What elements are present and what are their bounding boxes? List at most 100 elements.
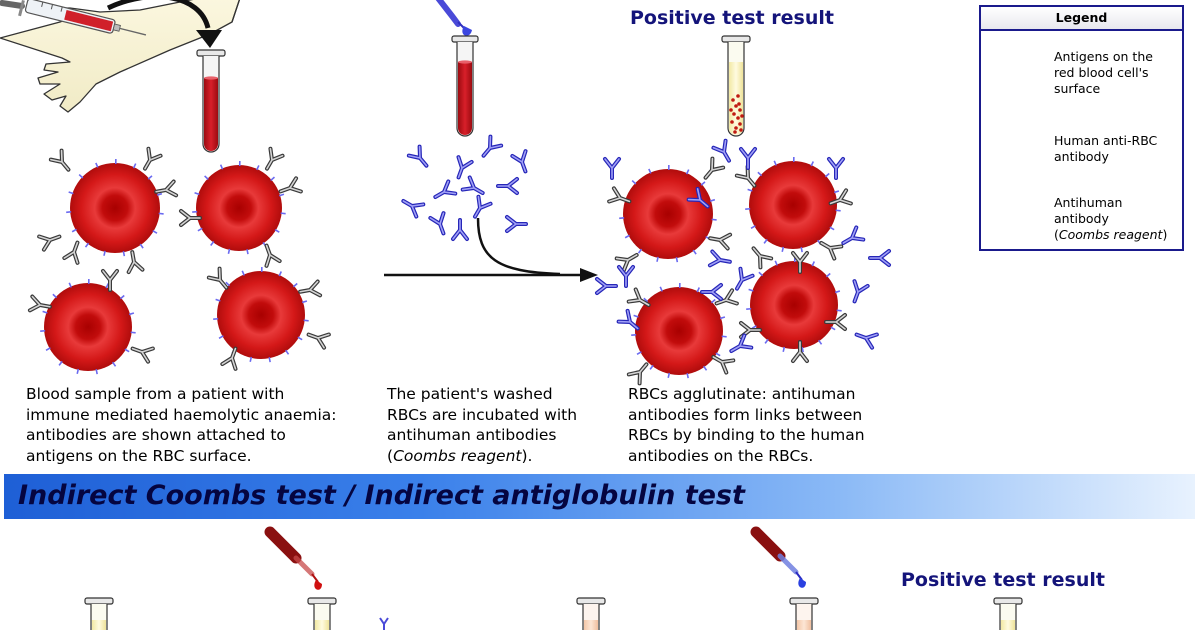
antigen-mark [45, 347, 51, 351]
antigen-mark [667, 372, 671, 378]
indirect-result-title: Positive test result [901, 569, 1105, 591]
antigen-mark [147, 175, 153, 180]
human-antibody [703, 156, 726, 180]
red-blood-cell [70, 163, 160, 253]
human-antibody [791, 251, 809, 274]
antigen-mark [303, 319, 309, 322]
antihuman-antibody [401, 199, 426, 219]
agglutinate-dot [734, 104, 738, 108]
rbc-cluster-step3 [619, 156, 842, 379]
antigen-mark [241, 270, 245, 276]
human-antibody [37, 234, 62, 252]
antihuman-antibody-link-set [595, 138, 891, 353]
antigen-mark [124, 348, 130, 353]
antigen-mark [824, 172, 830, 178]
antigen-mark [715, 352, 721, 357]
human-antibody [708, 232, 733, 251]
agglutinate-dot [733, 130, 737, 134]
human-antibody [626, 287, 651, 307]
antigen-mark [648, 168, 652, 174]
human-antibody [626, 362, 649, 386]
human-antibody [126, 250, 145, 275]
antigen-mark [763, 238, 768, 244]
human-antibody [819, 241, 844, 261]
human-antibody [824, 313, 847, 331]
antihuman-antibody [852, 279, 870, 304]
antigen-mark [829, 226, 835, 231]
indirect-tube-4 [789, 597, 819, 630]
antihuman-antibody [595, 277, 618, 295]
human-antibody [27, 294, 52, 313]
human-antibody [614, 253, 639, 273]
antihuman-antibody [603, 157, 621, 180]
antigen-mark [68, 282, 72, 288]
human-antibody [265, 146, 285, 171]
antigen-mark [52, 293, 58, 299]
antigen-mark [830, 326, 836, 331]
antihuman-antibody [496, 177, 519, 195]
antigen-mark [76, 368, 80, 374]
antigen-mark [751, 325, 757, 329]
reaction-curve [476, 217, 561, 276]
antigen-mark [818, 339, 823, 345]
antigen-mark [686, 373, 689, 379]
antigen-mark [774, 260, 778, 266]
antihuman-antibody [473, 194, 493, 219]
antigen-mark [675, 257, 679, 263]
antigen-mark [58, 360, 63, 366]
antigen-mark [158, 212, 164, 215]
caption-step3: RBCs agglutinate: antihuman antibodies f… [628, 385, 865, 465]
human-antibody [791, 340, 809, 363]
antihuman-antibody [406, 144, 429, 168]
blood-tube-step1 [196, 49, 226, 153]
human-antibody [751, 246, 774, 270]
antigen-mark [68, 191, 74, 195]
antigen-mark [836, 309, 842, 312]
indirect-red-dropper [264, 526, 322, 590]
human-antibody [130, 346, 155, 364]
antihuman-antibody [739, 147, 757, 170]
antigen-mark [825, 272, 831, 278]
human-antibody [179, 209, 202, 227]
antigen-mark [278, 271, 283, 277]
antigen-mark [624, 234, 630, 239]
antigen-mark [748, 288, 754, 292]
antigen-mark [833, 190, 840, 194]
red-blood-cell [750, 261, 838, 349]
red-blood-cell [44, 283, 132, 371]
antigen-mark [709, 198, 716, 202]
agglutinate-dot [740, 114, 744, 118]
antigen-mark [112, 361, 117, 367]
antigen-mark [132, 163, 137, 169]
agglutinate-dot [732, 112, 736, 116]
antihuman-antibody [433, 179, 458, 199]
antihuman-antibody [505, 215, 528, 233]
antihuman-antibody [451, 218, 469, 241]
antigen-mark [711, 218, 717, 221]
human-antibody [154, 179, 179, 198]
antigen-mark [210, 241, 215, 247]
agglutinate-dot [736, 94, 740, 98]
antigen-mark [297, 336, 303, 341]
human-antibody [714, 288, 739, 306]
antigen-mark [636, 351, 642, 355]
agglutinate-dot [737, 102, 741, 106]
rbc-antigen-set [619, 156, 842, 379]
antigen-mark [156, 192, 163, 196]
antigen-mark [152, 229, 158, 234]
antigen-mark [249, 356, 253, 362]
antigen-mark [810, 161, 815, 167]
antigen-mark [278, 193, 285, 197]
antigen-mark [78, 173, 84, 179]
red-blood-cell [749, 161, 837, 249]
antigen-mark [757, 171, 763, 177]
caption-step1: Blood sample from a patient with immune … [26, 385, 337, 465]
red-blood-cell [217, 271, 305, 359]
agglutinate-sediment [729, 94, 744, 134]
antigen-mark [301, 300, 308, 304]
legend-item-antihuman-antibody: Antihuman antibody (Coombs reagent) [1054, 195, 1168, 242]
indirect-section-banner: Indirect Coombs test / Indirect antiglob… [4, 474, 1195, 519]
antihuman-antibody [868, 249, 891, 267]
human-antibody-set [607, 156, 853, 386]
antigen-mark [811, 261, 816, 267]
